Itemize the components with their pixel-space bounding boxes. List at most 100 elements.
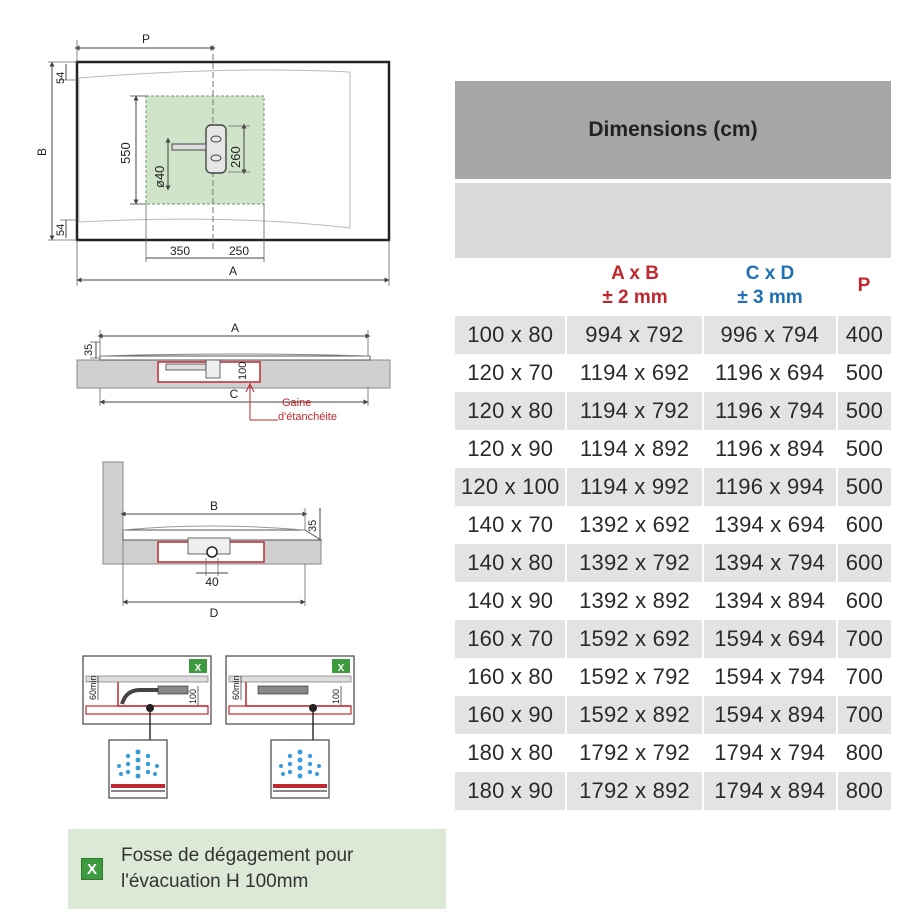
- col-header-ab: A x B ± 2 mm: [570, 262, 700, 310]
- cell-p: 400: [845, 322, 884, 347]
- front-section-drawing: B 35 40 D: [102, 461, 323, 620]
- cell-p: 600: [845, 588, 884, 613]
- cell-ab: 994 x 792: [567, 316, 704, 354]
- cell-size: 100 x 80: [455, 316, 568, 354]
- label-60min-left: 60min: [88, 675, 98, 700]
- cell-size: 120 x 70: [455, 354, 568, 392]
- label-60min-right: 60min: [231, 675, 241, 700]
- col-header-p: P: [857, 275, 871, 296]
- table-row: 120 x 90 1194 x 892 1196 x 894 500: [455, 430, 891, 468]
- cell-cd: 1594 x 794: [704, 658, 838, 696]
- cell-cd: 1394 x 794: [704, 544, 838, 582]
- cell-cd: 1196 x 694: [704, 354, 838, 392]
- cell-p: 700: [845, 664, 884, 689]
- label-100-left: 100: [188, 689, 198, 704]
- cell-cd: 1196 x 794: [704, 392, 838, 430]
- table-row: 180 x 90 1792 x 892 1794 x 894 800: [455, 772, 891, 810]
- table-row: 120 x 100 1194 x 992 1196 x 994 500: [455, 468, 891, 506]
- legend-x-icon: X: [81, 858, 103, 880]
- label-35-front: 35: [307, 520, 319, 532]
- cell-p: 500: [845, 398, 884, 423]
- label-550: 550: [118, 142, 133, 164]
- cell-size: 160 x 70: [455, 620, 568, 658]
- label-c: C: [230, 387, 239, 401]
- cell-p: 600: [845, 550, 884, 575]
- cell-ab: 1592 x 792: [567, 658, 704, 696]
- table-row: 180 x 80 1792 x 792 1794 x 794 800: [455, 734, 891, 772]
- label-gaine-1: Gaine: [282, 397, 311, 409]
- technical-drawings: P B 54 54 550 260 ø40 350 250 A A 35 100…: [35, 32, 391, 799]
- cell-ab: 1392 x 692: [567, 506, 704, 544]
- table-row: 120 x 70 1194 x 692 1196 x 694 500: [455, 354, 891, 392]
- cell-cd: 1594 x 694: [704, 620, 838, 658]
- label-a-top: A: [229, 264, 237, 278]
- cell-size: 160 x 80: [455, 658, 568, 696]
- table-row: 140 x 90 1392 x 892 1394 x 894 600: [455, 582, 891, 620]
- cell-p: 700: [845, 626, 884, 651]
- cell-size: 180 x 80: [455, 734, 568, 772]
- drain-detail-left: X 60min 100: [82, 655, 212, 799]
- side-section-drawing: A 35 100 C Gaine d'étanchéite: [76, 321, 391, 423]
- table-row: 160 x 70 1592 x 692 1594 x 694 700: [455, 620, 891, 658]
- label-35-side: 35: [83, 344, 95, 356]
- cell-ab: 1194 x 692: [567, 354, 704, 392]
- cell-p: 800: [845, 778, 884, 803]
- cell-size: 160 x 90: [455, 696, 568, 734]
- dimensions-table-body: 100 x 80 994 x 792 996 x 794 400 120 x 7…: [455, 316, 891, 810]
- label-350: 350: [170, 244, 190, 258]
- cell-cd: 1394 x 894: [704, 582, 838, 620]
- cell-cd: 1196 x 994: [704, 468, 838, 506]
- label-a-side: A: [231, 321, 239, 335]
- cell-cd: 996 x 794: [704, 316, 838, 354]
- label-gaine-2: d'étanchéite: [278, 411, 337, 423]
- label-40: 40: [205, 575, 219, 589]
- cell-size: 120 x 90: [455, 430, 568, 468]
- legend-text: Fosse de dégagement pour l'évacuation H …: [121, 843, 353, 895]
- cell-cd: 1594 x 894: [704, 696, 838, 734]
- table-title: Dimensions (cm): [455, 81, 891, 179]
- cell-size: 180 x 90: [455, 772, 568, 810]
- table-row: 140 x 80 1392 x 792 1394 x 794 600: [455, 544, 891, 582]
- label-b-front: B: [210, 499, 218, 513]
- label-p: P: [142, 32, 150, 46]
- cell-ab: 1392 x 892: [567, 582, 704, 620]
- top-view-drawing: P B 54 54 550 260 ø40 350 250 A: [35, 32, 391, 286]
- cell-size: 120 x 80: [455, 392, 568, 430]
- cell-p: 500: [845, 474, 884, 499]
- cell-size: 140 x 80: [455, 544, 568, 582]
- drain-detail-right: X 60min 100: [225, 655, 355, 799]
- cell-cd: 1196 x 894: [704, 430, 838, 468]
- cell-size: 140 x 70: [455, 506, 568, 544]
- table-row: 120 x 80 1194 x 792 1196 x 794 500: [455, 392, 891, 430]
- cell-p: 500: [845, 360, 884, 385]
- label-54-top: 54: [55, 72, 67, 84]
- col-header-cd: C x D ± 3 mm: [705, 262, 835, 310]
- cell-ab: 1592 x 892: [567, 696, 704, 734]
- legend-line-2: l'évacuation H 100mm: [121, 871, 309, 892]
- col-header-cd-line1: C x D: [745, 263, 795, 284]
- cell-ab: 1792 x 792: [567, 734, 704, 772]
- label-260: 260: [228, 146, 243, 168]
- col-header-ab-line1: A x B: [611, 263, 659, 284]
- cell-ab: 1592 x 692: [567, 620, 704, 658]
- label-54-bottom: 54: [55, 224, 67, 236]
- cell-size: 120 x 100: [455, 468, 568, 506]
- cell-p: 800: [845, 740, 884, 765]
- label-100-right: 100: [331, 689, 341, 704]
- col-header-ab-line2: ± 2 mm: [602, 287, 668, 308]
- cell-p: 600: [845, 512, 884, 537]
- table-row: 160 x 80 1592 x 792 1594 x 794 700: [455, 658, 891, 696]
- cell-cd: 1394 x 694: [704, 506, 838, 544]
- cell-ab: 1194 x 992: [567, 468, 704, 506]
- col-header-cd-line2: ± 3 mm: [737, 287, 803, 308]
- badge-x-left: X: [195, 663, 202, 674]
- cell-ab: 1194 x 892: [567, 430, 704, 468]
- table-row: 160 x 90 1592 x 892 1594 x 894 700: [455, 696, 891, 734]
- cell-ab: 1792 x 892: [567, 772, 704, 810]
- cell-p: 500: [845, 436, 884, 461]
- label-d: D: [210, 606, 219, 620]
- cell-cd: 1794 x 794: [704, 734, 838, 772]
- table-column-headers: A x B ± 2 mm C x D ± 3 mm P: [455, 260, 891, 314]
- cell-p: 700: [845, 702, 884, 727]
- label-250: 250: [229, 244, 249, 258]
